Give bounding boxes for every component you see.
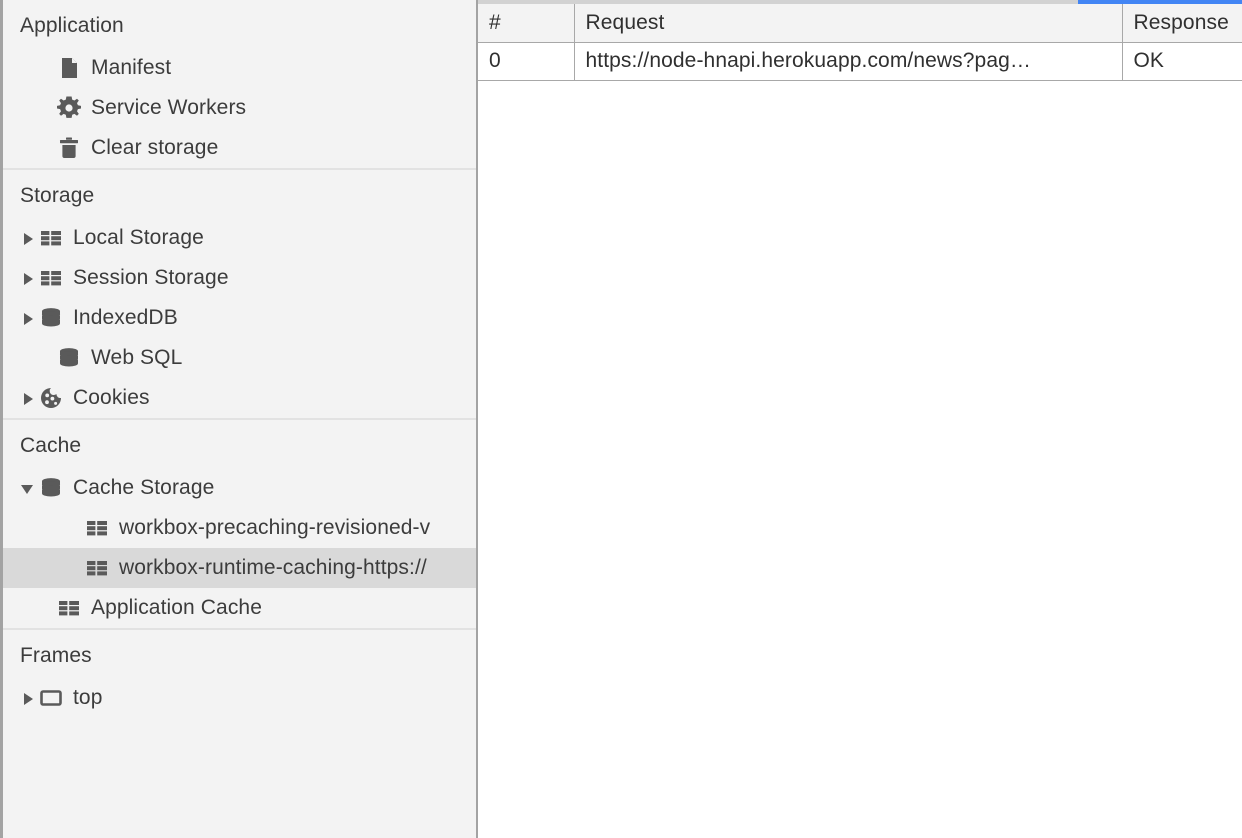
sidebar-item-cookies[interactable]: Cookies <box>3 378 476 418</box>
column-header-number[interactable]: # <box>478 4 575 43</box>
selection-indicator-bar <box>1078 0 1242 4</box>
chevron-right-icon[interactable] <box>20 230 36 246</box>
sidebar-item-label: Service Workers <box>91 96 247 119</box>
scrollbar-track[interactable] <box>478 0 1078 4</box>
sidebar-item-web-sql[interactable]: Web SQL <box>3 338 476 378</box>
table-icon <box>84 515 110 541</box>
trash-icon <box>56 135 82 161</box>
table-icon <box>38 265 64 291</box>
sidebar-item-application-cache[interactable]: Application Cache <box>3 588 476 628</box>
sidebar-item-label: workbox-runtime-caching-https:// <box>119 556 427 579</box>
chevron-right-icon[interactable] <box>20 270 36 286</box>
sidebar-section-frames: Frames top <box>3 630 476 718</box>
sidebar-item-indexeddb[interactable]: IndexedDB <box>3 298 476 338</box>
sidebar-item-label: Cache Storage <box>73 476 215 499</box>
database-icon <box>56 345 82 371</box>
sidebar-item-label: Web SQL <box>91 346 183 369</box>
document-icon <box>56 55 82 81</box>
sidebar-item-label: Local Storage <box>73 226 204 249</box>
sidebar-item-manifest[interactable]: Manifest <box>3 48 476 88</box>
sidebar-item-label: IndexedDB <box>73 306 178 329</box>
sidebar-item-workbox-runtime-caching-https[interactable]: workbox-runtime-caching-https:// <box>3 548 476 588</box>
table-icon <box>56 595 82 621</box>
sidebar-item-label: top <box>73 686 103 709</box>
section-title: Application <box>20 14 124 37</box>
sidebar-item-label: workbox-precaching-revisioned-v <box>119 516 431 539</box>
twisty-spacer <box>38 140 54 156</box>
frame-icon <box>38 685 64 711</box>
gear-icon <box>56 95 82 121</box>
table-icon <box>38 225 64 251</box>
section-title: Storage <box>20 184 95 207</box>
chevron-right-icon[interactable] <box>20 310 36 326</box>
twisty-spacer <box>38 100 54 116</box>
twisty-spacer <box>66 560 82 576</box>
cell-number[interactable]: 0 <box>478 42 575 81</box>
table-header-row: # Request Response <box>478 4 1242 43</box>
section-title: Cache <box>20 434 82 457</box>
sidebar-item-label: Application Cache <box>91 596 262 619</box>
sidebar-item-clear-storage[interactable]: Clear storage <box>3 128 476 168</box>
top-scroll-strip[interactable] <box>478 0 1242 4</box>
twisty-spacer <box>38 60 54 76</box>
sidebar-item-session-storage[interactable]: Session Storage <box>3 258 476 298</box>
column-header-request[interactable]: Request <box>574 4 1123 43</box>
chevron-right-icon[interactable] <box>20 690 36 706</box>
chevron-right-icon[interactable] <box>20 390 36 406</box>
cell-response-status[interactable]: OK <box>1122 42 1242 81</box>
chevron-down-icon[interactable] <box>20 480 36 496</box>
sidebar-item-label: Manifest <box>91 56 172 79</box>
sidebar-item-label: Session Storage <box>73 266 229 289</box>
sidebar-item-workbox-precaching-revisioned-v[interactable]: workbox-precaching-revisioned-v <box>3 508 476 548</box>
table-icon <box>84 555 110 581</box>
twisty-spacer <box>38 350 54 366</box>
twisty-spacer <box>66 520 82 536</box>
sidebar-item-cache-storage[interactable]: Cache Storage <box>3 468 476 508</box>
twisty-spacer <box>38 600 54 616</box>
column-header-response[interactable]: Response <box>1122 4 1242 43</box>
database-icon <box>38 475 64 501</box>
sidebar-item-service-workers[interactable]: Service Workers <box>3 88 476 128</box>
database-icon <box>38 305 64 331</box>
sidebar-item-label: Clear storage <box>91 136 219 159</box>
sidebar-item-local-storage[interactable]: Local Storage <box>3 218 476 258</box>
sidebar-item-label: Cookies <box>73 386 150 409</box>
section-title: Frames <box>20 644 92 667</box>
cookie-icon <box>38 385 64 411</box>
sidebar-item-top[interactable]: top <box>3 678 476 718</box>
cell-request-url[interactable]: https://node-hnapi.herokuapp.com/news?pa… <box>574 42 1123 81</box>
